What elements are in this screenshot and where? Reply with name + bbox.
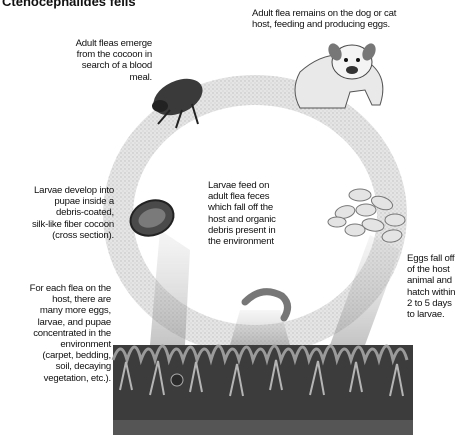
environment-ground (113, 345, 413, 435)
label-larvae-feed: Larvae feed on adult flea feces which fa… (208, 180, 308, 247)
label-adult-on-host: Adult flea remains on the dog or cat hos… (252, 8, 462, 30)
diagram-title: Ctenocephalides felis (2, 0, 136, 9)
label-eggs: Eggs fall off of the host animal and hat… (407, 253, 465, 320)
dog-icon (295, 41, 383, 108)
label-pupae: Larvae develop into pupae inside a debri… (6, 185, 114, 241)
label-adult-emerge: Adult fleas emerge from the cocoon in se… (40, 38, 152, 83)
label-environment: For each flea on the host, there are man… (3, 283, 111, 384)
